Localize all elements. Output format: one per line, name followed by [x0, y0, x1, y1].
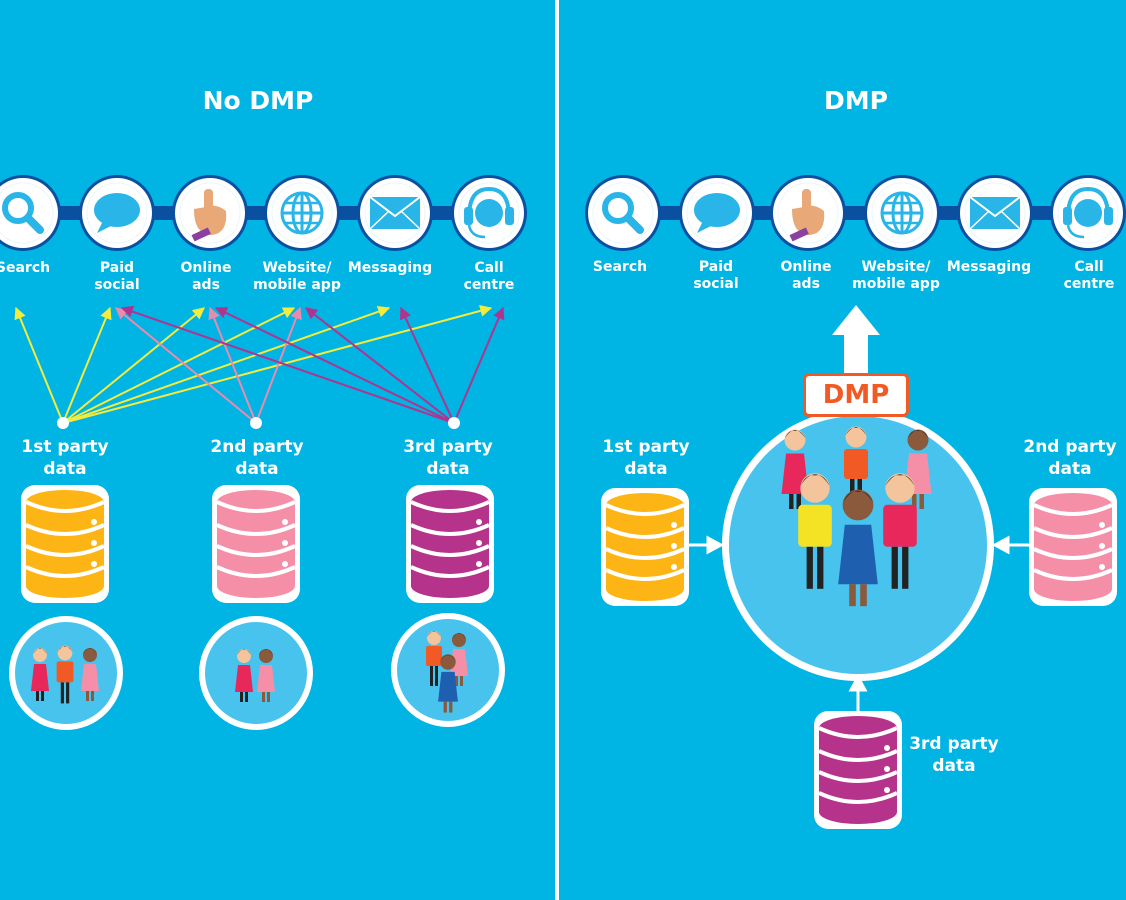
flow-arrow	[115, 307, 257, 424]
right-source-label-1st-party: 1st party data	[602, 437, 690, 479]
flow-arrow	[400, 306, 455, 424]
arrow-left-icon	[991, 535, 1030, 555]
database-2nd-party-icon	[1029, 488, 1117, 606]
flow-arrow	[62, 307, 205, 424]
right-channel-label-online-ads: Online ads	[780, 259, 832, 292]
pointing-hand-icon	[770, 175, 846, 251]
arrow-right-icon	[686, 535, 725, 555]
pointing-hand-icon	[172, 175, 248, 251]
right-channel-label-paid-social: Paid social	[693, 259, 739, 292]
right-channel-label-call-centre: Call centre	[1063, 259, 1115, 292]
dmp-badge: DMP	[803, 373, 909, 417]
database-1st-party-icon	[21, 485, 109, 603]
flow-arrow	[62, 306, 112, 424]
right-channel-label-search: Search	[592, 259, 648, 275]
left-channel-label-call-centre: Call centre	[463, 260, 515, 293]
left-source-label-2nd-party: 2nd party data	[210, 437, 304, 479]
left-channel-label-messaging: Messaging	[347, 260, 433, 276]
right-channel-row	[585, 175, 1126, 251]
database-3rd-party-icon	[406, 485, 494, 603]
left-panel-title: No DMP	[202, 86, 314, 115]
left-channel-label-search: Search	[0, 260, 51, 276]
headset-icon	[451, 175, 527, 251]
up-arrow-icon	[832, 305, 880, 375]
right-source-label-3rd-party: 3rd party data	[909, 734, 999, 776]
left-source-label-3rd-party: 3rd party data	[403, 437, 493, 479]
audience-hub-icon	[722, 409, 994, 681]
left-source-label-1st-party: 1st party data	[21, 437, 109, 479]
speech-bubble-icon	[679, 175, 755, 251]
flow-arrow	[255, 306, 302, 424]
source-node	[448, 417, 460, 429]
search-icon	[0, 175, 61, 251]
headset-icon	[1050, 175, 1126, 251]
dmp-hub	[601, 305, 1117, 829]
source-node	[57, 417, 69, 429]
audience-2nd-party-icon	[199, 616, 313, 730]
database-2nd-party-icon	[212, 485, 300, 603]
database-3rd-party-icon	[814, 711, 902, 829]
flow-arrow	[62, 307, 296, 424]
left-databases	[21, 485, 494, 603]
search-icon	[585, 175, 661, 251]
panel-divider	[555, 0, 559, 900]
arrow-up-small-icon	[848, 673, 868, 712]
globe-icon	[264, 175, 340, 251]
flow-arrow	[120, 305, 455, 424]
globe-icon	[864, 175, 940, 251]
audience-1st-party-icon	[9, 616, 123, 730]
left-arrow-web	[14, 305, 505, 429]
left-channel-label-website: Website/ mobile app	[253, 260, 341, 293]
right-panel-title: DMP	[824, 86, 888, 115]
flow-arrow	[208, 306, 257, 424]
source-node	[250, 417, 262, 429]
envelope-icon	[957, 175, 1033, 251]
flow-arrow	[14, 306, 64, 424]
flow-arrow	[62, 305, 391, 424]
flow-arrow	[214, 307, 455, 424]
envelope-icon	[357, 175, 433, 251]
left-channel-label-paid-social: Paid social	[94, 260, 140, 293]
flow-arrow	[305, 307, 455, 424]
right-channel-label-messaging: Messaging	[946, 259, 1032, 275]
right-source-label-2nd-party: 2nd party data	[1023, 437, 1117, 479]
left-audiences	[9, 613, 505, 730]
left-channel-label-online-ads: Online ads	[180, 260, 232, 293]
right-channel-label-website: Website/ mobile app	[852, 259, 940, 292]
speech-bubble-icon	[79, 175, 155, 251]
audience-3rd-party-icon	[391, 613, 505, 727]
left-channel-row	[0, 175, 527, 251]
database-1st-party-icon	[601, 488, 689, 606]
flow-arrow	[453, 306, 505, 424]
